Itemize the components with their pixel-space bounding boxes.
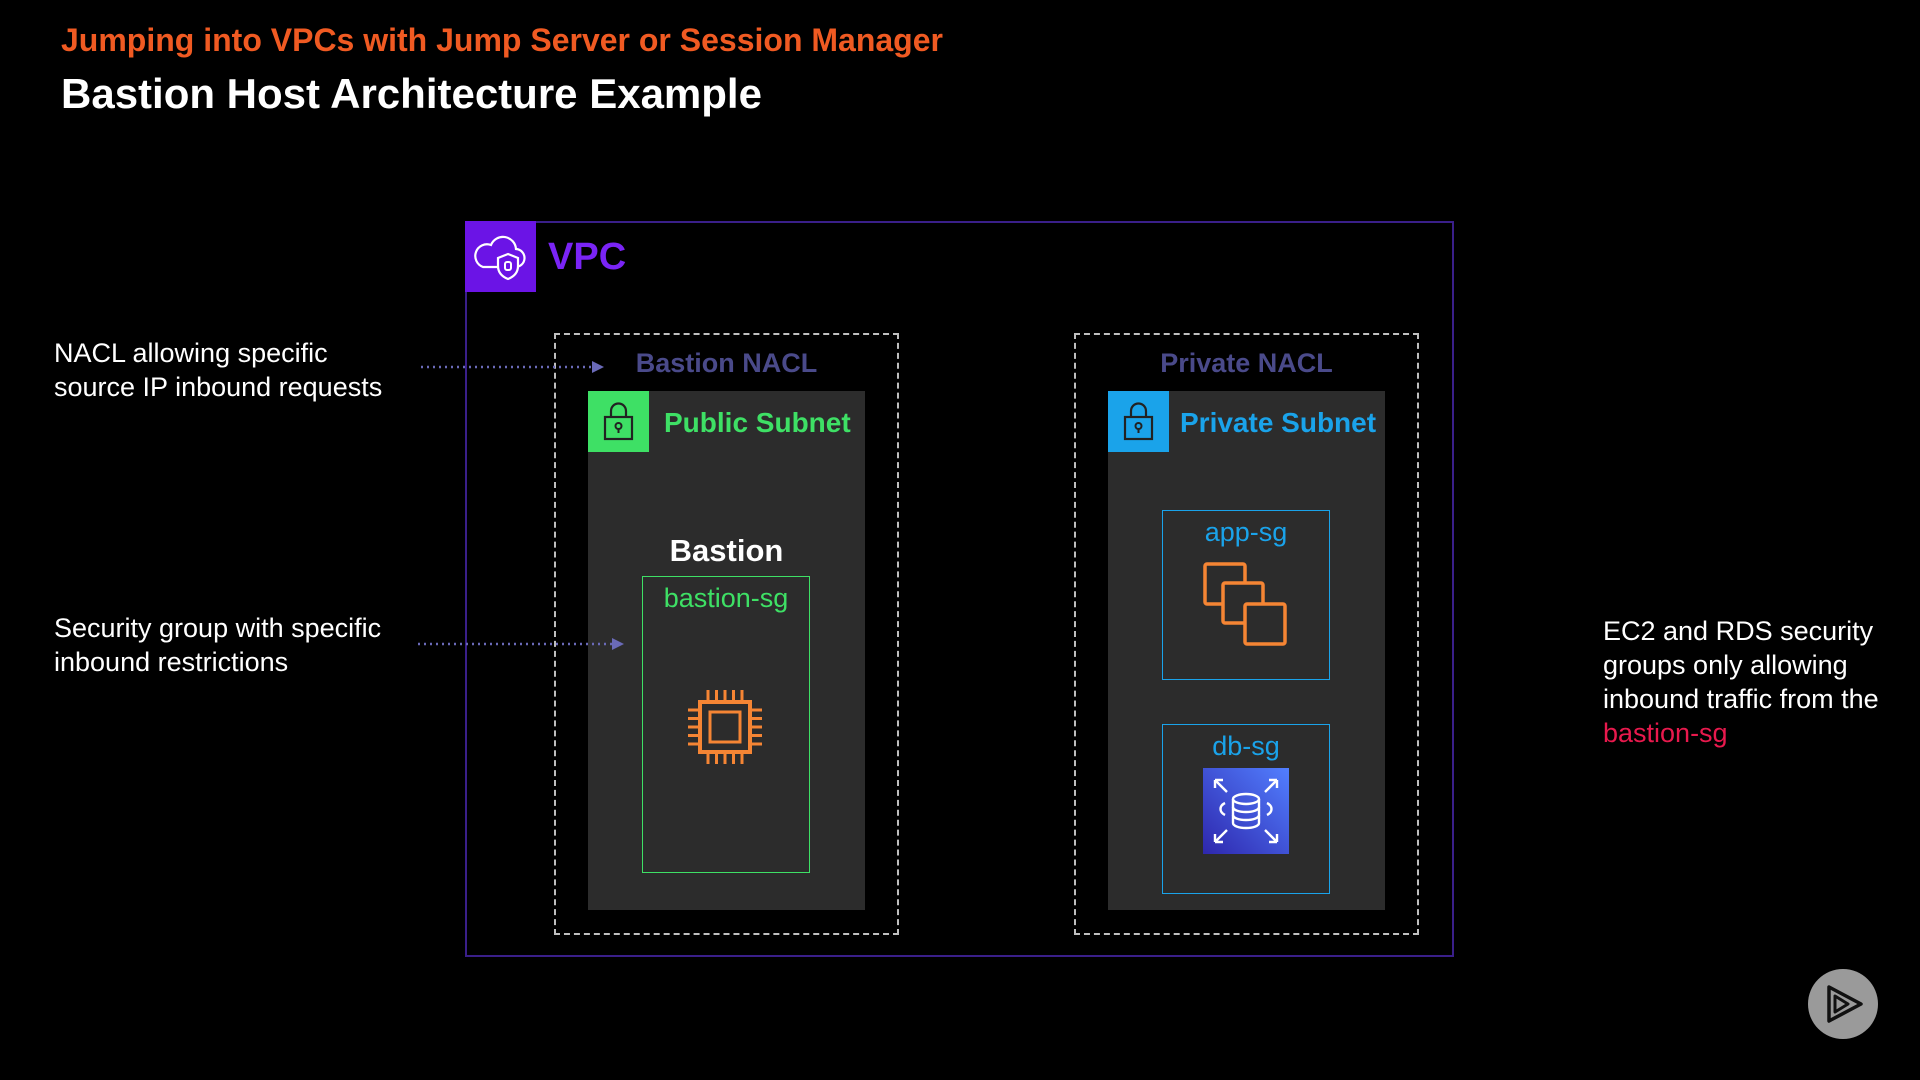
rds-database-icon [1203, 768, 1289, 854]
ec2-rds-note: EC2 and RDS security groups only allowin… [1603, 614, 1879, 750]
cloud-shield-icon [474, 235, 526, 281]
private-nacl-label: Private NACL [1160, 348, 1333, 378]
db-sg-label: db-sg [1212, 731, 1280, 761]
private-nacl-box [1074, 333, 1419, 935]
app-instances [1202, 561, 1290, 654]
sg-note-line-1: Security group with specific [54, 613, 382, 643]
course-subtitle: Jumping into VPCs with Jump Server or Se… [61, 22, 943, 58]
pluralsight-play-icon [1827, 985, 1863, 1023]
private-subnet-label: Private Subnet [1180, 407, 1377, 438]
slide-title: Bastion Host Architecture Example [61, 70, 762, 117]
sg-note-arrow [418, 638, 624, 650]
db-sg-box [1162, 724, 1330, 894]
play-button[interactable] [1808, 969, 1878, 1039]
public-subnet-box [588, 391, 865, 910]
public-subnet-label: Public Subnet [664, 407, 851, 438]
ec2-rds-note-line-1: EC2 and RDS security [1603, 616, 1874, 646]
nacl-note: NACL allowing specific source IP inbound… [54, 336, 382, 404]
lock-icon [603, 402, 634, 441]
ec2-rds-note-line-2: groups only allowing [1603, 650, 1848, 680]
bastion-nacl-box [554, 333, 899, 935]
app-sg-box [1162, 510, 1330, 680]
lock-icon [1123, 402, 1154, 441]
nacl-note-line-2: source IP inbound requests [54, 372, 383, 402]
ec2-rds-note-line-3: inbound traffic from the [1603, 684, 1879, 714]
nacl-note-arrow [421, 361, 604, 373]
ec2-rds-note-accent: bastion-sg [1603, 718, 1728, 748]
public-subnet-icon-tile [588, 391, 649, 452]
app-sg-label: app-sg [1204, 517, 1288, 547]
rds-database [1203, 768, 1289, 859]
bastion-nacl-label: Bastion NACL [635, 348, 818, 378]
sg-note-line-2: inbound restrictions [54, 647, 289, 677]
bastion-instance [680, 682, 770, 777]
nacl-note-line-1: NACL allowing specific [54, 338, 328, 368]
vpc-label: VPC [548, 236, 627, 278]
vpc-container [465, 221, 1454, 957]
bastion-label: Bastion [669, 533, 784, 568]
private-subnet-icon-tile [1108, 391, 1169, 452]
vpc-icon-tile [465, 221, 536, 292]
ec2-instances-icon [1203, 562, 1287, 646]
bastion-sg-label: bastion-sg [663, 583, 789, 613]
sg-note: Security group with specific inbound res… [54, 611, 381, 679]
bastion-sg-box [642, 576, 810, 873]
ec2-chip-icon [688, 690, 762, 764]
